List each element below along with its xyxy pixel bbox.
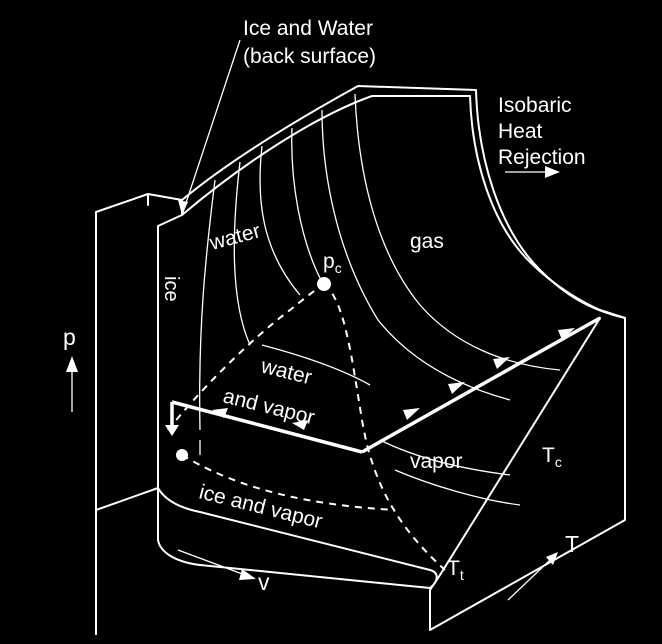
triple-line xyxy=(181,454,396,511)
isobaric-arrow-icon xyxy=(545,166,560,178)
label-isobaric-1: Isobaric xyxy=(498,94,572,117)
label-ice-water-2: (back surface) xyxy=(243,45,376,68)
label-ice-water-1: Ice and Water xyxy=(243,17,373,40)
isotherm-water-vapor-1 xyxy=(261,344,371,386)
process-arrow xyxy=(448,382,465,394)
right-block-edge xyxy=(429,317,626,631)
axis-v-arrow-shaft xyxy=(177,549,246,576)
isotherm-5 xyxy=(321,109,511,401)
ice-water-leader xyxy=(181,39,241,216)
process-arrow xyxy=(493,357,510,369)
isotherm-2 xyxy=(233,161,251,346)
label-vapor: vapor xyxy=(410,450,463,473)
dome-right-branch xyxy=(323,283,446,571)
tc-edge xyxy=(439,317,601,576)
critical-point-marker xyxy=(317,277,331,291)
triple-point-marker xyxy=(176,449,188,461)
trough-right-curve xyxy=(429,569,438,589)
process-arrow xyxy=(165,425,179,436)
process-arrow xyxy=(558,328,575,340)
saturation-dome xyxy=(167,283,446,571)
trough-back-line xyxy=(157,487,431,571)
process-two-phase-leg xyxy=(171,400,363,454)
label-tc: Tc xyxy=(542,444,562,470)
axis-T-arrow-icon xyxy=(546,552,558,565)
process-arrow xyxy=(292,420,308,430)
isotherm-4 xyxy=(291,127,323,283)
process-arrow xyxy=(403,408,420,420)
label-ice: ice xyxy=(160,276,182,302)
process-vapor-leg xyxy=(361,316,601,454)
label-tt: Tt xyxy=(447,557,464,583)
isotherm-vapor-2 xyxy=(394,469,521,506)
trough-left-curve xyxy=(157,487,201,566)
surface-top-back-edge xyxy=(181,85,477,201)
right-block-top xyxy=(599,309,626,319)
leader-arrow-icon xyxy=(178,200,188,215)
isotherm-3 xyxy=(259,145,301,296)
gas-wall-inner-edge xyxy=(469,95,601,311)
surface-top-front-edge xyxy=(181,95,471,216)
process-arrow xyxy=(212,408,228,418)
label-axis-p: p xyxy=(63,324,76,350)
axis-p-arrow-icon xyxy=(66,356,78,372)
block-outline xyxy=(95,85,626,635)
isobaric-process xyxy=(165,316,601,454)
dome-left-branch xyxy=(167,283,325,431)
ice-slab-front xyxy=(95,193,183,511)
isotherm-vapor-1 xyxy=(379,439,511,476)
axis-v-arrow-icon xyxy=(239,569,256,580)
axis-T-arrow-shaft xyxy=(507,559,551,601)
label-axis-T: T xyxy=(565,531,579,557)
label-pc: pc xyxy=(323,250,342,276)
label-isobaric-2: Heat xyxy=(498,120,543,143)
label-isobaric-3: Rejection xyxy=(498,146,586,169)
label-axis-v: v xyxy=(258,569,270,595)
isotherm-1 xyxy=(199,179,216,431)
label-gas: gas xyxy=(410,230,444,253)
trough-front-line xyxy=(199,564,431,589)
